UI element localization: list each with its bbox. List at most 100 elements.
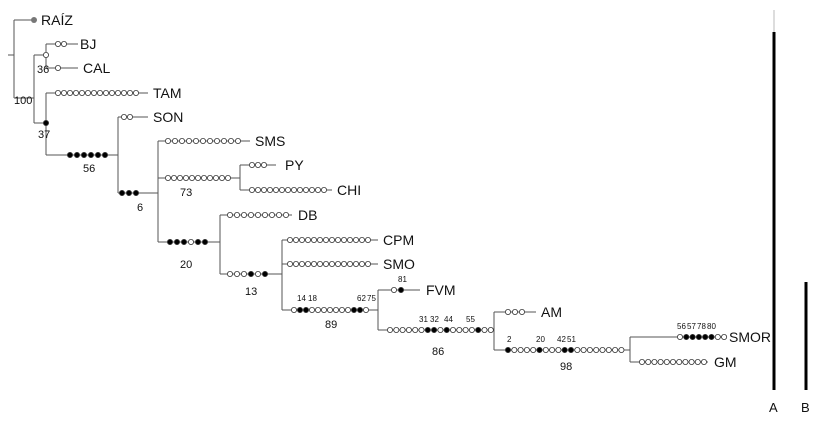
homoplastic-state-marker xyxy=(332,306,339,313)
derived-state-marker xyxy=(132,189,139,196)
homoplastic-state-marker xyxy=(178,137,185,144)
homoplastic-state-marker xyxy=(456,326,463,333)
homoplastic-state-marker xyxy=(224,174,231,181)
homoplastic-state-marker xyxy=(220,137,227,144)
char-20: 20 xyxy=(536,335,545,344)
homoplastic-state-marker xyxy=(200,174,207,181)
homoplastic-state-marker xyxy=(612,346,619,353)
homoplastic-state-marker xyxy=(346,260,353,267)
char-75: 75 xyxy=(367,294,376,303)
derived-state-marker xyxy=(504,346,511,353)
support-73: 73 xyxy=(180,187,192,199)
homoplastic-state-marker xyxy=(55,65,62,72)
homoplastic-state-marker xyxy=(103,90,110,97)
derived-state-marker xyxy=(397,286,404,293)
derived-state-marker xyxy=(261,270,268,277)
homoplastic-state-marker xyxy=(714,333,721,340)
homoplastic-state-marker xyxy=(676,358,683,365)
homoplastic-state-marker xyxy=(275,211,282,218)
homoplastic-state-marker xyxy=(97,90,104,97)
taxon-bj: BJ xyxy=(80,36,96,52)
derived-state-marker xyxy=(302,306,309,313)
homoplastic-state-marker xyxy=(519,308,526,315)
homoplastic-state-marker xyxy=(358,236,365,243)
support-37: 37 xyxy=(38,129,50,141)
support-100: 100 xyxy=(14,95,32,107)
homoplastic-state-marker xyxy=(682,358,689,365)
derived-state-marker xyxy=(443,326,450,333)
homoplastic-state-marker xyxy=(352,260,359,267)
homoplastic-state-marker xyxy=(254,161,261,168)
derived-state-marker xyxy=(695,333,702,340)
homoplastic-state-marker xyxy=(663,358,670,365)
homoplastic-state-marker xyxy=(316,236,323,243)
homoplastic-state-marker xyxy=(618,346,625,353)
derived-state-marker xyxy=(74,151,81,158)
homoplastic-state-marker xyxy=(364,260,371,267)
homoplastic-state-marker xyxy=(645,358,652,365)
homoplastic-state-marker xyxy=(314,306,321,313)
support-56: 56 xyxy=(83,163,95,175)
homoplastic-state-marker xyxy=(308,306,315,313)
homoplastic-state-marker xyxy=(308,186,315,193)
char-14: 14 xyxy=(297,294,306,303)
homoplastic-state-marker xyxy=(399,326,406,333)
homoplastic-state-marker xyxy=(61,90,68,97)
derived-state-marker xyxy=(708,333,715,340)
homoplastic-state-marker xyxy=(412,326,419,333)
char-57: 57 xyxy=(687,322,696,331)
homoplastic-state-marker xyxy=(254,270,261,277)
homoplastic-state-marker xyxy=(206,137,213,144)
homoplastic-state-marker xyxy=(555,346,562,353)
homoplastic-state-marker xyxy=(212,174,219,181)
homoplastic-state-marker xyxy=(170,174,177,181)
homoplastic-state-marker xyxy=(85,90,92,97)
homoplastic-state-marker xyxy=(517,346,524,353)
char-42: 42 xyxy=(557,335,566,344)
homoplastic-state-marker xyxy=(340,236,347,243)
derived-state-marker xyxy=(126,189,133,196)
derived-state-marker xyxy=(95,151,102,158)
support-values: 36 100 37 56 6 73 20 13 89 86 98 xyxy=(14,64,572,373)
derived-state-marker xyxy=(180,238,187,245)
support-36: 36 xyxy=(37,64,49,76)
homoplastic-state-marker xyxy=(284,186,291,193)
char-44: 44 xyxy=(444,315,453,324)
homoplastic-state-marker xyxy=(481,326,488,333)
homoplastic-state-marker xyxy=(43,52,50,59)
homoplastic-state-marker xyxy=(109,90,116,97)
homoplastic-state-marker xyxy=(511,346,518,353)
taxon-gm: GM xyxy=(714,354,737,370)
support-98: 98 xyxy=(560,361,572,373)
bar-a-label: A xyxy=(769,400,778,415)
homoplastic-state-marker xyxy=(260,186,267,193)
homoplastic-state-marker xyxy=(121,114,128,121)
homoplastic-state-marker xyxy=(574,346,581,353)
homoplastic-state-marker xyxy=(298,236,305,243)
taxon-son: SON xyxy=(153,109,183,125)
homoplastic-state-marker xyxy=(192,137,199,144)
homoplastic-state-marker xyxy=(61,41,68,48)
char-55: 55 xyxy=(466,315,475,324)
homoplastic-state-marker xyxy=(334,260,341,267)
homoplastic-state-marker xyxy=(449,326,456,333)
root-marker xyxy=(31,17,37,23)
char-18: 18 xyxy=(308,294,317,303)
homoplastic-state-marker xyxy=(206,174,213,181)
homoplastic-state-marker xyxy=(266,186,273,193)
taxon-tam: TAM xyxy=(153,85,182,101)
homoplastic-state-marker xyxy=(362,306,369,313)
derived-state-marker xyxy=(119,189,126,196)
homoplastic-state-marker xyxy=(182,174,189,181)
homoplastic-state-marker xyxy=(721,333,728,340)
taxon-fvm: FVM xyxy=(426,282,456,298)
homoplastic-state-marker xyxy=(320,186,327,193)
homoplastic-state-marker xyxy=(549,346,556,353)
homoplastic-state-marker xyxy=(340,260,347,267)
homoplastic-state-marker xyxy=(352,236,359,243)
homoplastic-state-marker xyxy=(67,90,74,97)
homoplastic-state-marker xyxy=(268,211,275,218)
homoplastic-state-marker xyxy=(115,90,122,97)
char-62: 62 xyxy=(357,294,366,303)
